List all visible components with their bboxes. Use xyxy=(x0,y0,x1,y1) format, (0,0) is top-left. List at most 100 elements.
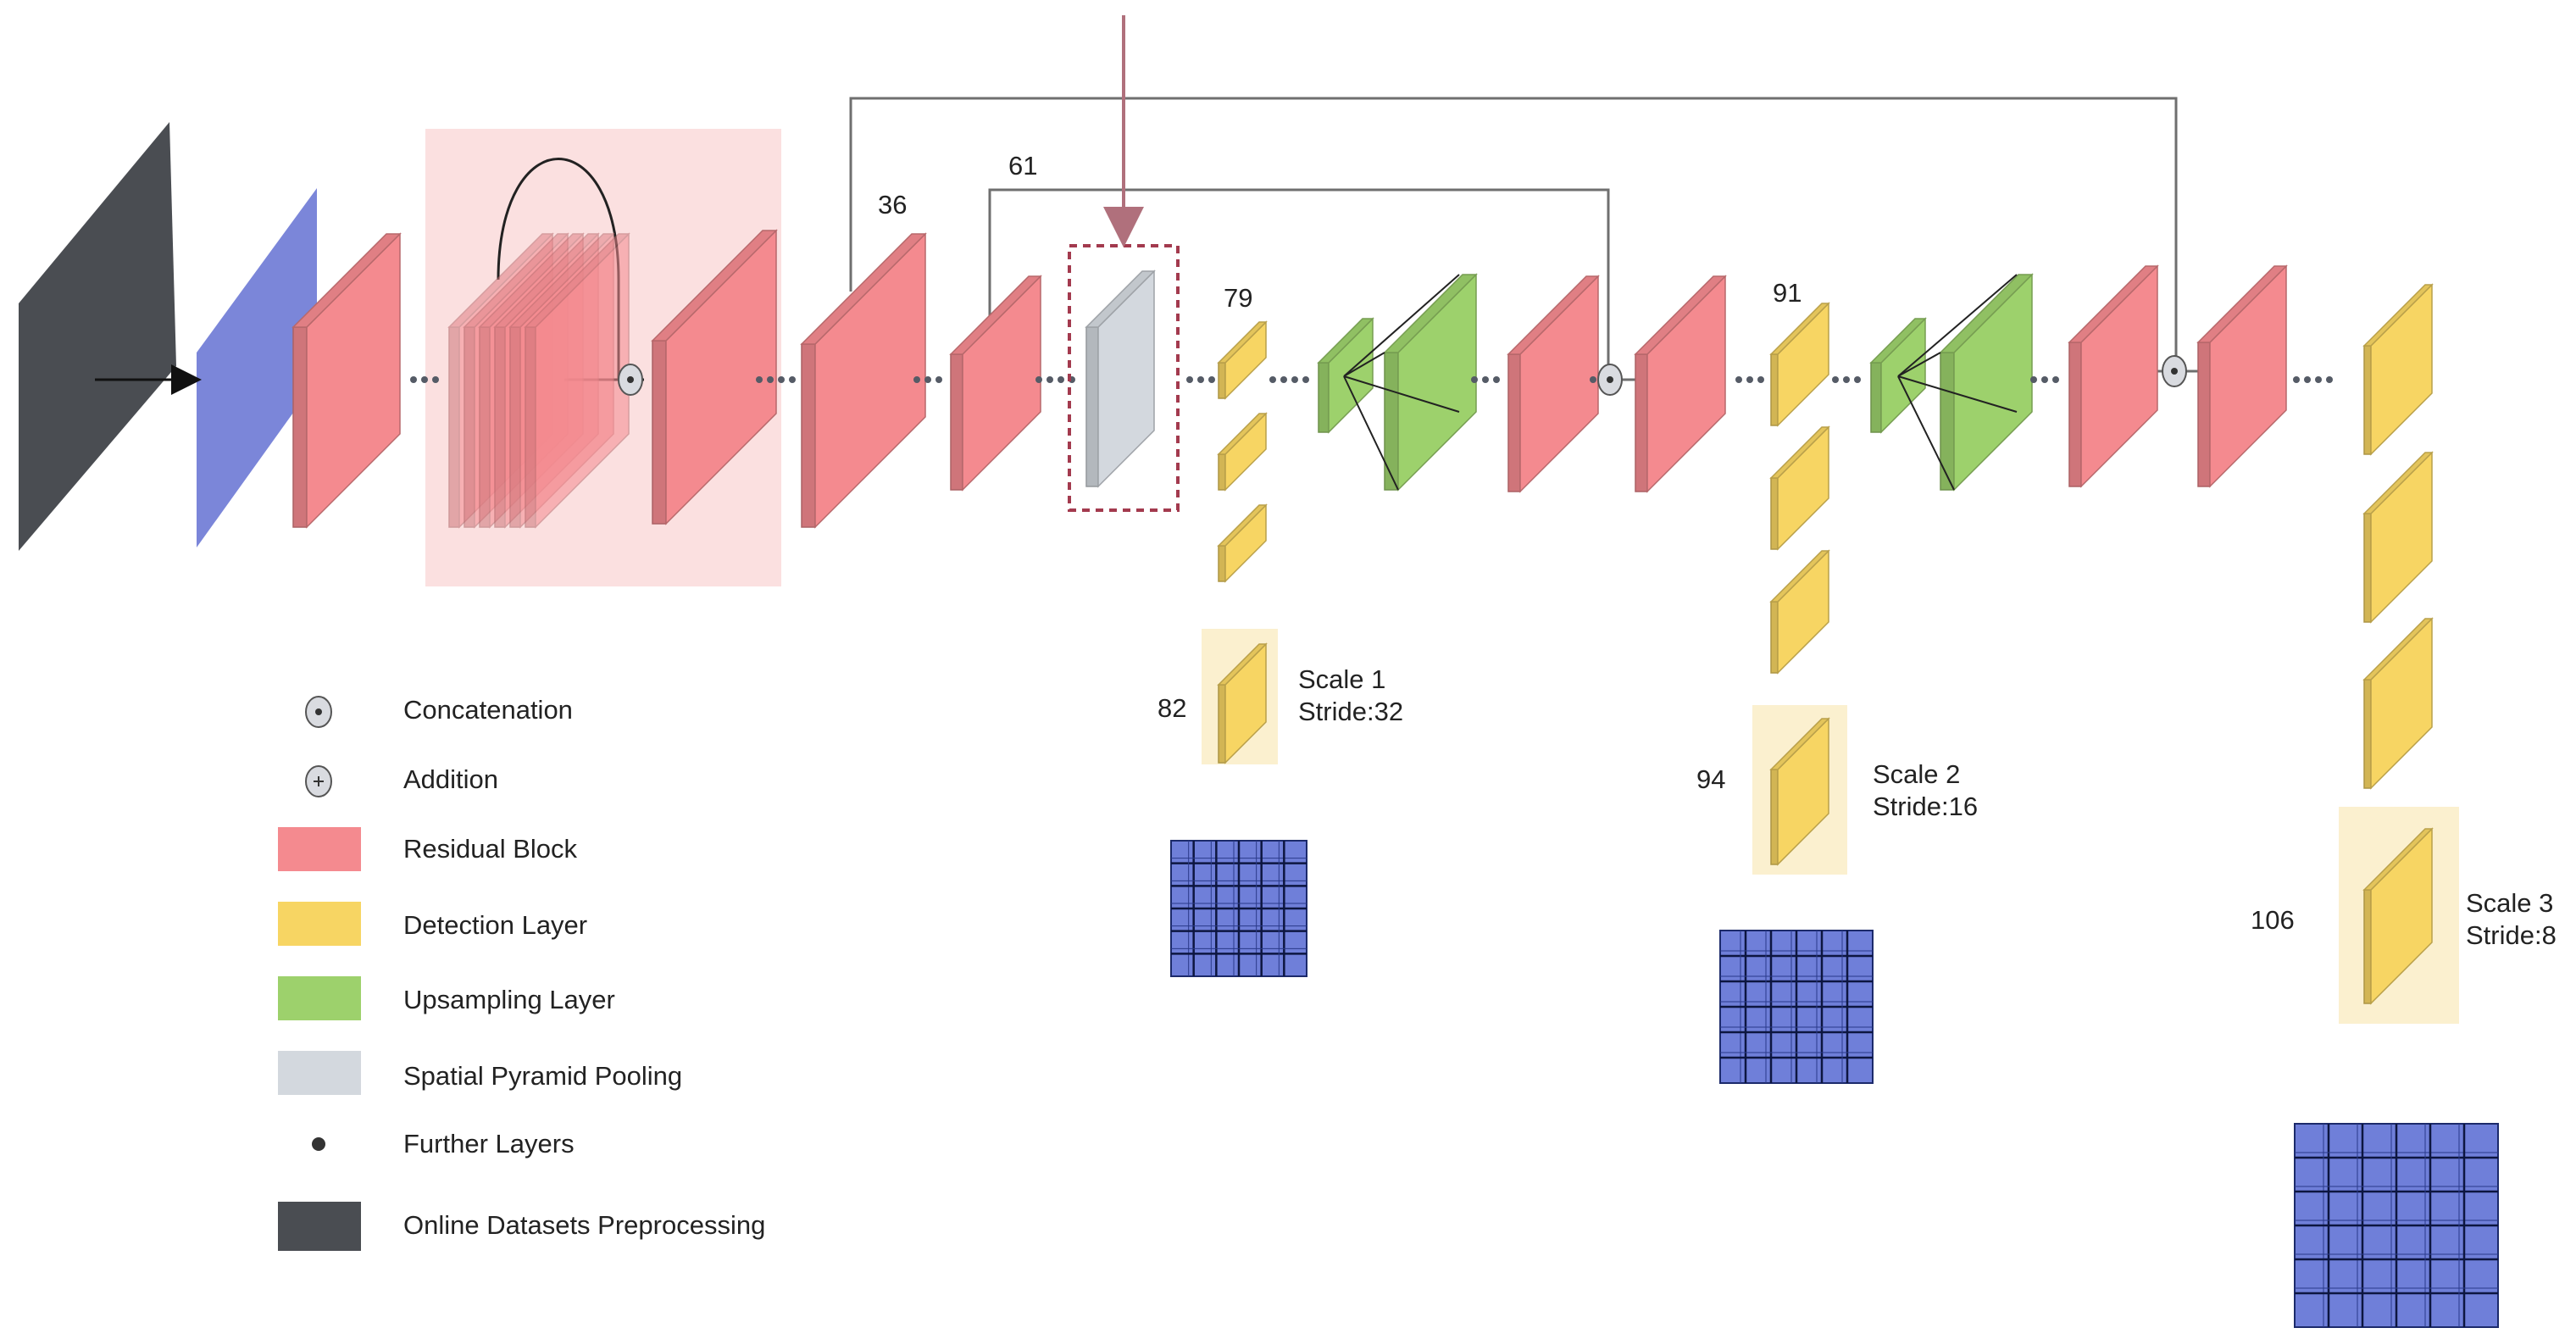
detection-output-106 xyxy=(2362,827,2434,1005)
layer-number-79: 79 xyxy=(1224,283,1252,313)
stride-1-label: Stride:32 xyxy=(1298,697,1403,726)
further-layer-dot xyxy=(2315,376,2322,383)
further-layer-dot xyxy=(767,376,774,383)
layer-number-91: 91 xyxy=(1773,278,1802,308)
legend-label: Addition xyxy=(403,764,498,794)
legend-label: Concatenation xyxy=(403,695,573,725)
residual-block-6 xyxy=(2196,264,2288,488)
further-layer-dot xyxy=(432,376,439,383)
further-layer-dot xyxy=(1735,376,1742,383)
legend-label: Spatial Pyramid Pooling xyxy=(403,1061,682,1091)
further-layer-dot xyxy=(1035,376,1042,383)
legend-label: Upsampling Layer xyxy=(403,985,615,1014)
legend-item-addition: Addition xyxy=(305,764,498,797)
addition-operator xyxy=(618,364,643,396)
legend-item-upsampling-layer: Upsampling Layer xyxy=(278,976,615,1020)
detection-layer-a-1 xyxy=(1217,320,1268,400)
further-layer-dot xyxy=(756,376,763,383)
residual-block-36 xyxy=(800,232,927,529)
detection-layer-c-1 xyxy=(2362,283,2434,456)
skip-61-to-concat-2 xyxy=(988,188,1610,366)
scale-3-label: Scale 3 xyxy=(2466,888,2553,918)
further-layer-dot xyxy=(1280,376,1287,383)
residual-block-61 xyxy=(949,275,1042,492)
detection-layer-b-1 xyxy=(1769,302,1830,427)
further-layer-dot xyxy=(1832,376,1839,383)
further-layer-dot xyxy=(1590,376,1596,383)
layers xyxy=(19,122,2459,1024)
further-layer-dot xyxy=(2293,376,2300,383)
concatenation-operator-2 xyxy=(2162,355,2187,387)
further-layer-dot xyxy=(1482,376,1489,383)
concatenation-icon xyxy=(305,696,332,728)
further-layer-dot xyxy=(1197,376,1204,383)
further-layer-dot xyxy=(935,376,942,383)
upsampling-large-1 xyxy=(1383,273,1478,492)
stride-3-label: Stride:8 xyxy=(2466,920,2557,950)
further-layer-dot xyxy=(1757,376,1764,383)
operators xyxy=(618,355,2187,396)
legend-item-further-layers: Further Layers xyxy=(312,1129,575,1158)
spp-swatch xyxy=(278,1051,361,1095)
further-layer-dot xyxy=(421,376,428,383)
residual-block-3 xyxy=(1507,275,1600,493)
preprocessed-input xyxy=(197,188,317,547)
further-layer-dot xyxy=(1471,376,1478,383)
further-layer-dot xyxy=(2304,376,2311,383)
spp-layer xyxy=(1085,269,1156,488)
detection-grids xyxy=(1170,840,2499,1328)
detection-layer-a-2 xyxy=(1217,412,1268,492)
detection-grid-scale-1 xyxy=(1170,840,1307,977)
detection-grid-scale-2 xyxy=(1719,930,1874,1084)
further-layer-dot xyxy=(1208,376,1215,383)
stride-2-label: Stride:16 xyxy=(1873,792,1978,821)
legend-label: Detection Layer xyxy=(403,910,587,940)
further-layer-dot xyxy=(1046,376,1053,383)
legend-item-preprocessing: Online Datasets Preprocessing xyxy=(278,1202,765,1251)
input-image xyxy=(19,122,176,551)
further-layer-dot xyxy=(1854,376,1861,383)
input-swatch xyxy=(278,1202,361,1251)
upsampling-small-2 xyxy=(1869,317,1927,434)
further-layer-dot xyxy=(2326,376,2333,383)
residual-block-5 xyxy=(2068,264,2159,488)
legend-item-detection-layer: Detection Layer xyxy=(278,902,587,946)
residual-unit-6 xyxy=(524,232,630,529)
further-layer-dot xyxy=(789,376,796,383)
residual-block-1 xyxy=(291,232,402,529)
legend-label: Online Datasets Preprocessing xyxy=(403,1210,765,1240)
further-layer-dot xyxy=(1493,376,1500,383)
detection-layer-b-3 xyxy=(1769,549,1830,675)
legend-label: Residual Block xyxy=(403,834,578,864)
residual-block-2 xyxy=(651,229,778,525)
upsampling-connectors xyxy=(1343,274,2018,491)
layer-number-106: 106 xyxy=(2251,905,2295,935)
further-layer-dot xyxy=(1843,376,1850,383)
legend-label: Further Layers xyxy=(403,1129,575,1158)
legend-item-concatenation: Concatenation xyxy=(305,695,573,728)
layer-number-82: 82 xyxy=(1158,693,1186,723)
residual-block-4 xyxy=(1634,275,1727,493)
legend-item-spp: Spatial Pyramid Pooling xyxy=(278,1051,682,1095)
further-layer-dot xyxy=(2052,376,2059,383)
legend: Concatenation Addition Residual Block De… xyxy=(278,695,765,1251)
detection-layer-swatch xyxy=(278,902,361,946)
layer-number-94: 94 xyxy=(1696,764,1725,794)
further-layer-dot xyxy=(924,376,931,383)
dot-icon xyxy=(312,1137,325,1151)
detection-output-82 xyxy=(1217,642,1268,764)
further-layer-dot xyxy=(913,376,920,383)
residual-loop xyxy=(497,158,620,281)
further-layer-dot xyxy=(2030,376,2037,383)
legend-item-residual-block: Residual Block xyxy=(278,827,578,871)
further-layer-dot xyxy=(1186,376,1193,383)
further-layer-dot xyxy=(778,376,785,383)
further-layers-dots xyxy=(410,376,2333,383)
scale-1-label: Scale 1 xyxy=(1298,664,1385,694)
addition-icon xyxy=(305,765,332,797)
further-layer-dot xyxy=(1058,376,1064,383)
further-layer-dot xyxy=(410,376,417,383)
detection-layer-c-3 xyxy=(2362,617,2434,790)
detection-layer-a-3 xyxy=(1217,503,1268,583)
